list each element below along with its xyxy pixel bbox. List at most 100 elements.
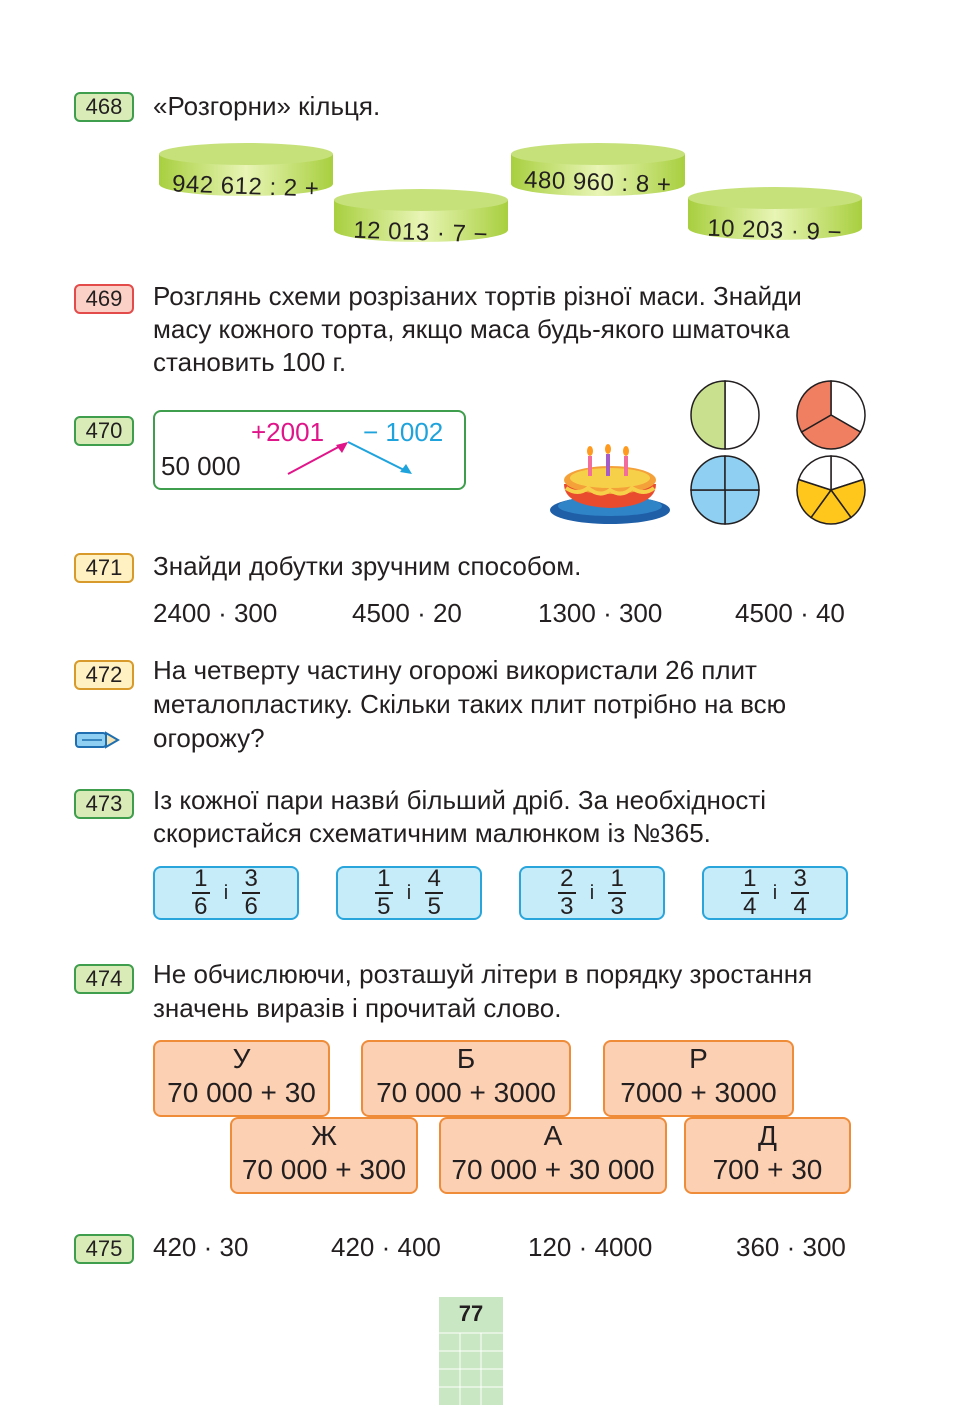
numerator: 1 <box>610 865 624 892</box>
task-472-line-3: огорожу? <box>153 723 265 753</box>
expression: 70 000 + 30 000 <box>451 1154 655 1185</box>
task-number-471: 471 <box>74 553 134 583</box>
letter-box-a: А 70 000 + 30 000 <box>439 1117 667 1194</box>
ring-4: 10 203 · 9 − <box>686 184 864 246</box>
numerator: 1 <box>743 865 757 892</box>
letter-box-b: Б 70 000 + 3000 <box>361 1040 571 1117</box>
task-474-line-2: значень виразів і прочитай слово. <box>153 993 562 1023</box>
chain-plus: +2001 <box>251 417 325 447</box>
ring-2-shape <box>334 189 508 242</box>
task-473-line-2: скористайся схематичним малюнком із №365… <box>153 818 711 848</box>
numerator: 2 <box>560 865 574 892</box>
letter: А <box>543 1120 563 1151</box>
ring-3-label: 480 960 : 8 + <box>523 166 672 199</box>
letter-box-zh: Ж 70 000 + 300 <box>230 1117 418 1194</box>
ring-3-shape <box>511 143 685 196</box>
letter: Д <box>758 1120 777 1151</box>
cake-scheme-3 <box>796 380 866 450</box>
page-number-box: 77 <box>439 1297 503 1405</box>
task-471-text: Знайди добутки зручним способом. <box>153 551 582 581</box>
chain-box <box>153 410 466 490</box>
page-number: 77 <box>458 1301 484 1326</box>
task-number-468: 468 <box>74 92 134 122</box>
pair-separator: і <box>406 881 412 904</box>
chain-arrows <box>287 441 412 475</box>
denominator: 3 <box>610 893 624 920</box>
task-475-expr-2: 420 · 400 <box>331 1232 441 1262</box>
chain-start: 50 000 <box>161 451 241 481</box>
cake-piece <box>690 455 726 491</box>
cake-piece <box>724 455 760 491</box>
denominator: 6 <box>244 893 258 920</box>
cake-piece <box>797 455 832 492</box>
pencil-icon <box>75 731 120 749</box>
task-number-475: 475 <box>74 1234 134 1264</box>
task-number-470: 470 <box>74 416 134 446</box>
ring-4-label: 10 203 · 9 − <box>706 214 843 247</box>
task-468-text: «Розгорни» кільця. <box>153 91 381 121</box>
cake-piece <box>690 489 726 525</box>
letter-box-r: Р 7000 + 3000 <box>603 1040 794 1117</box>
numerator: 1 <box>377 865 391 892</box>
cake-piece <box>690 380 726 450</box>
page-grid <box>439 1332 503 1405</box>
denominator: 4 <box>793 893 807 920</box>
letter: У <box>232 1043 251 1074</box>
task-475-expr-3: 120 · 4000 <box>528 1232 653 1262</box>
numerator: 3 <box>244 865 258 892</box>
denominator: 4 <box>743 893 757 920</box>
cake-picture <box>550 444 670 524</box>
cake-piece <box>724 489 760 525</box>
cake-scheme-2 <box>690 380 760 450</box>
letter: Б <box>456 1043 476 1074</box>
denominator: 5 <box>427 893 441 920</box>
task-number-469: 469 <box>74 284 134 314</box>
letter: Р <box>689 1043 708 1074</box>
ring-2-label: 12 013 · 7 − <box>352 216 489 249</box>
ring-1: 942 612 : 2 + <box>157 140 335 203</box>
task-469-line-2: масу кожного торта, якщо маса будь-якого… <box>153 314 790 344</box>
pair-separator: і <box>223 881 229 904</box>
ring-4-shape <box>688 187 862 240</box>
task-471-expr-4: 4500 · 40 <box>735 598 845 628</box>
task-473-line-1: Із кожної пари назви́ більший дріб. За н… <box>153 785 767 815</box>
chain-minus: − 1002 <box>363 417 444 447</box>
task-number-473: 473 <box>74 789 134 819</box>
expression: 70 000 + 3000 <box>376 1077 556 1108</box>
task-472-line-1: На четверту частину огорожі використали … <box>153 655 757 685</box>
task-474-line-1: Не обчислюючи, розташуй літери в порядку… <box>153 959 813 989</box>
task-number-472: 472 <box>74 660 134 690</box>
task-472-line-2: металопластику. Скільки таких плит потрі… <box>153 689 787 719</box>
task-471-expr-1: 2400 · 300 <box>153 598 278 628</box>
ring-1-label: 942 612 : 2 + <box>171 170 320 203</box>
numerator: 4 <box>427 865 441 892</box>
task-475-expr-4: 360 · 300 <box>736 1232 846 1262</box>
denominator: 6 <box>194 893 208 920</box>
letter: Ж <box>311 1120 337 1151</box>
task-471-expr-3: 1300 · 300 <box>538 598 663 628</box>
cake-piece <box>809 488 853 525</box>
ring-1-shape <box>159 143 333 196</box>
task-469-line-1: Розглянь схеми розрізаних тортів різної … <box>153 281 802 311</box>
ring-3: 480 960 : 8 + <box>509 140 687 199</box>
expression: 70 000 + 30 <box>167 1077 316 1108</box>
numerator: 3 <box>793 865 807 892</box>
denominator: 5 <box>377 893 391 920</box>
task-475-expr-1: 420 · 30 <box>153 1232 249 1262</box>
cake-piece <box>796 380 832 434</box>
expression: 700 + 30 <box>712 1154 823 1185</box>
cake-scheme-4 <box>690 455 760 525</box>
pair-separator: і <box>589 881 595 904</box>
